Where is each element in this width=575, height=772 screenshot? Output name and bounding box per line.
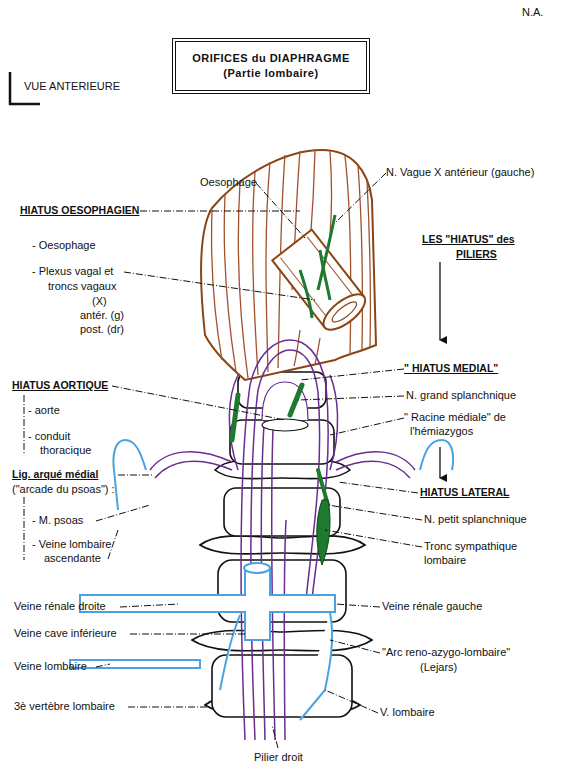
part-label: "Arc reno-azygo-lombaire" (382, 646, 510, 659)
part-label: - conduit (28, 430, 70, 443)
sympathetic-trunk (317, 500, 330, 565)
title-box: ORIFICES du DIAPHRAGME(Partie lombaire) (172, 38, 370, 94)
title-text: (Partie lombaire) (223, 66, 318, 81)
part-label: Oesophage (200, 176, 257, 189)
part-label: - M. psoas (32, 514, 83, 527)
part-label: " Racine médiale" de (404, 411, 506, 424)
part-label: Veine lombaire (14, 660, 87, 673)
aorta (262, 419, 308, 431)
oesophagus (272, 230, 371, 336)
part-label: V. lombaire (380, 706, 435, 719)
part-label: N.A. (522, 6, 543, 19)
part-label: l'hémiazygos (410, 425, 473, 438)
part-label: Veine rénale droite (14, 600, 106, 613)
vagal-trunks (300, 215, 335, 318)
part-label: - Oesophage (32, 239, 96, 252)
veins (70, 440, 453, 720)
section-heading: HIATUS OESOPHAGIEN (20, 204, 139, 217)
part-label: troncs vagaux (48, 280, 116, 293)
part-label: Veine cave inférieure (14, 627, 117, 640)
section-heading: HIATUS LATERAL (420, 486, 509, 499)
part-label: N. petit splanchnique (424, 513, 527, 526)
part-label: N. Vague X antérieur (gauche) (386, 166, 534, 179)
part-label: lombaire (424, 554, 466, 567)
part-label: ascendante (44, 552, 101, 565)
section-heading: LES "HIATUS" des (422, 233, 515, 246)
part-label: - Veine lombaire (32, 538, 112, 551)
diaphragm-crura (150, 340, 415, 740)
part-label: Veine rénale gauche (382, 600, 482, 613)
part-label: (Lejars) (420, 661, 457, 674)
part-label: N. grand splanchnique (406, 389, 516, 402)
diaphragm-muscle (201, 150, 376, 380)
title-text: ORIFICES du DIAPHRAGME (192, 51, 350, 66)
part-label: VUE ANTERIEURE (24, 80, 120, 93)
splanchnic-nerves (232, 385, 328, 505)
part-label: ("arcade du psoas") : (12, 483, 115, 496)
part-label: post. (dr) (80, 323, 124, 336)
section-heading: Lig. arqué médial (12, 468, 98, 481)
part-label: - aorte (28, 404, 60, 417)
part-label: thoracique (40, 444, 91, 457)
vertebral-column (192, 372, 372, 717)
part-label: - Plexus vagal et (32, 265, 113, 278)
part-label: 3è vertèbre lombaire (14, 700, 115, 713)
aorta (262, 382, 308, 420)
section-heading: " HIATUS MEDIAL" (404, 362, 498, 375)
part-label: Tronc sympathique (424, 540, 517, 553)
part-label: (X) (92, 295, 107, 308)
part-label: antér. (g) (80, 309, 124, 322)
part-label: Pilier droit (254, 751, 303, 764)
section-heading: HIATUS AORTIQUE (12, 379, 108, 392)
section-heading: PILIERS (456, 248, 497, 261)
